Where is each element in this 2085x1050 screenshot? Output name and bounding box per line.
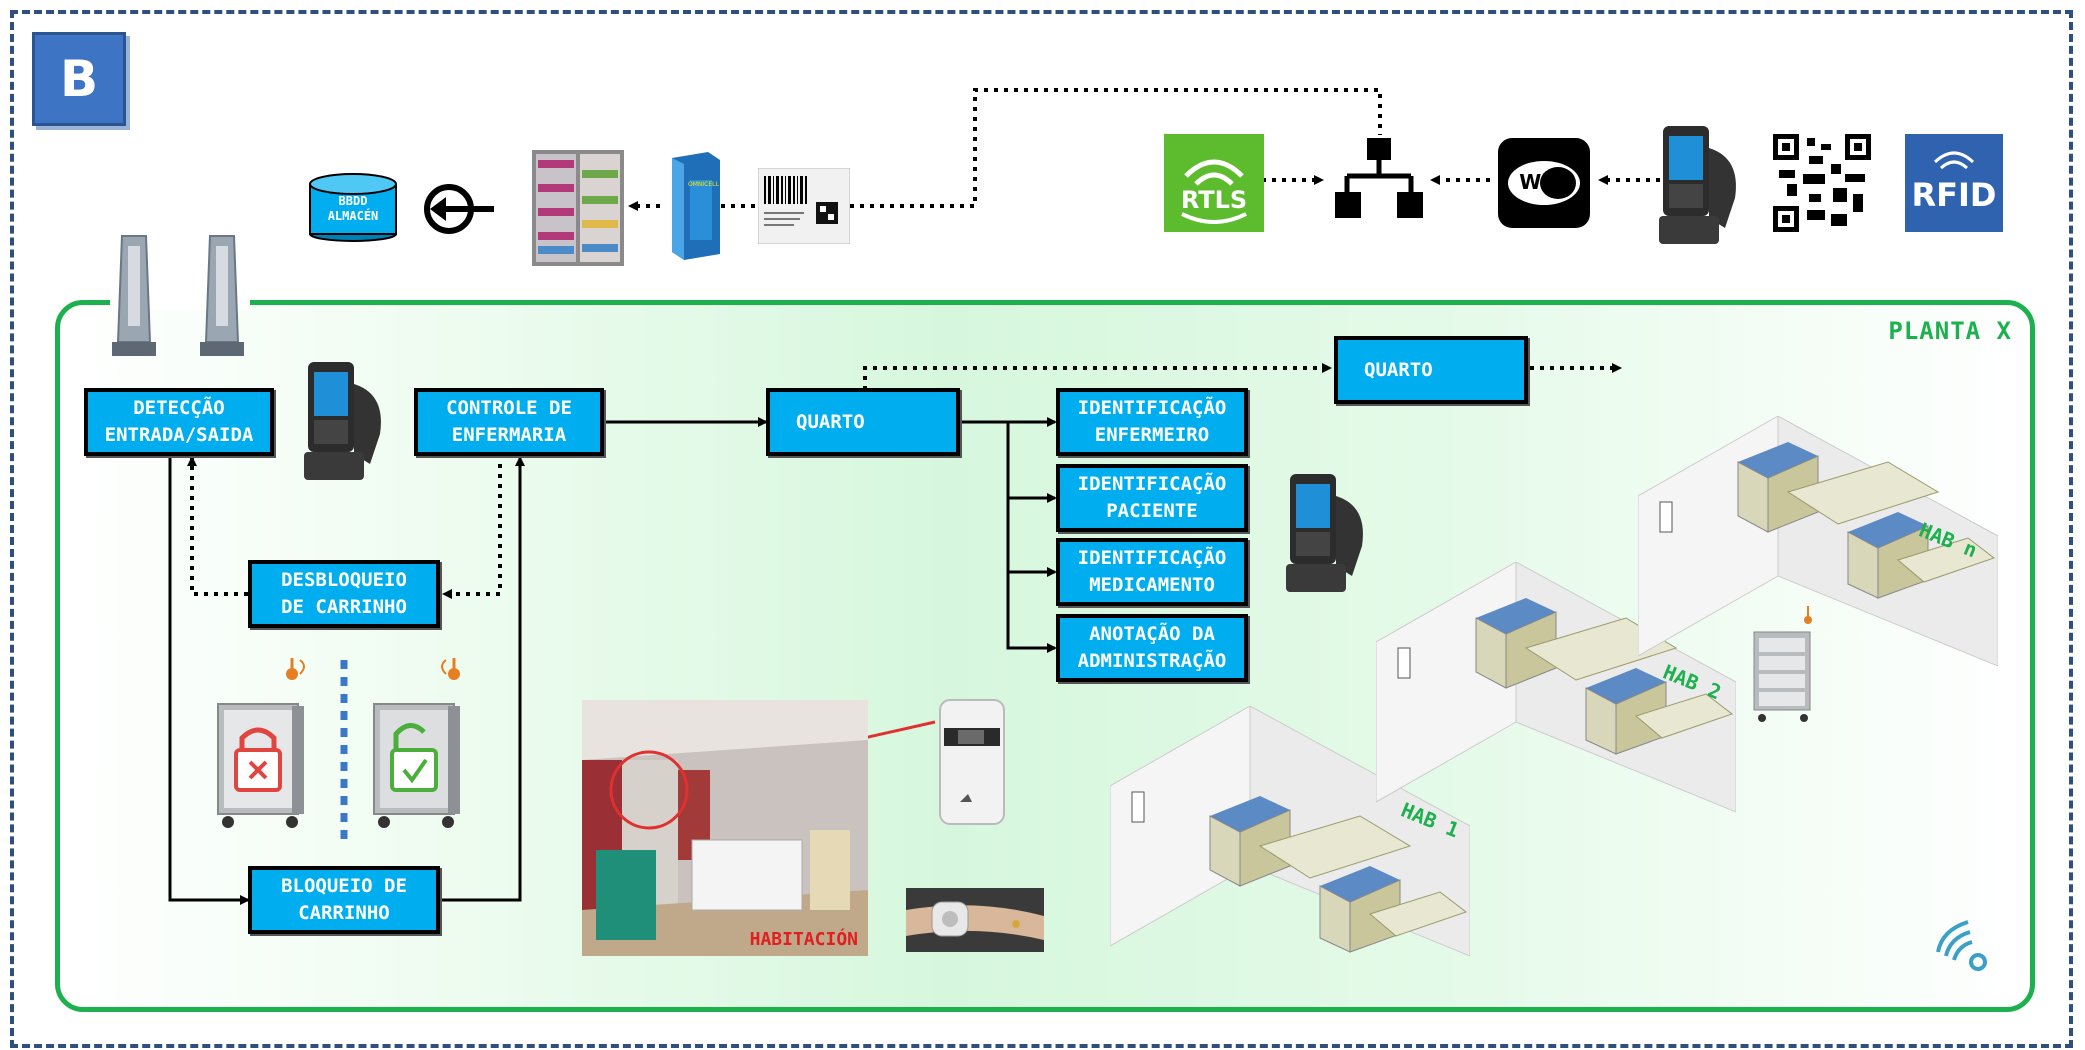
- detection-box: DETECÇÃO ENTRADA/SAIDA: [84, 388, 274, 456]
- locked-cart-icon: [212, 654, 312, 834]
- barcode-label-icon: [757, 167, 851, 245]
- nfc-icon: [1928, 912, 1992, 976]
- id-nurse-box: IDENTIFICAÇÃO ENFERMEIRO: [1056, 388, 1248, 456]
- hospital-room-hab-1: HAB 1: [1109, 705, 1471, 957]
- locked-cart-icon: [1750, 602, 1820, 726]
- unlocked-cart-icon: [368, 654, 468, 834]
- room-box-1: QUARTO: [766, 388, 960, 456]
- handheld-scanner-icon: [1282, 466, 1372, 596]
- plant-label: PLANTA X: [1888, 317, 2012, 345]
- qr-code-icon: [1773, 134, 1871, 232]
- login-arrow-icon: [422, 182, 497, 237]
- rtls-icon: RTLS: [1164, 134, 1264, 232]
- wifi-label: WiFi: [1519, 170, 1569, 194]
- nursing-control-box: CONTROLE DE ENFERMARIA: [414, 388, 604, 456]
- room-box-2: QUARTO: [1334, 336, 1528, 404]
- database-icon: BBDD ALMACÉN: [308, 172, 398, 242]
- pharmacy-shelf-icon: [532, 150, 624, 266]
- photo-caption: HABITACIÓN: [749, 929, 858, 950]
- panel-letter: B: [32, 32, 126, 126]
- rtls-label: RTLS: [1180, 186, 1248, 214]
- handheld-scanner-icon: [300, 354, 390, 484]
- annotation-box: ANOTAÇÃO DA ADMINISTRAÇÃO: [1056, 614, 1248, 682]
- unlock-cart-box: DESBLOQUEIO DE CARRINHO: [248, 560, 440, 628]
- outer-frame: [10, 10, 2073, 1048]
- handheld-scanner-icon: [1655, 118, 1745, 248]
- hospital-room-hab-n: HAB n: [1637, 415, 1999, 667]
- wall-reader-icon: [934, 698, 1010, 828]
- network-icon: [1335, 136, 1423, 222]
- dispensing-cabinet-icon: OMNICELL: [668, 150, 724, 260]
- id-medication-box: IDENTIFICAÇÃO MEDICAMENTO: [1056, 538, 1248, 606]
- svg-text:OMNICELL: OMNICELL: [688, 181, 719, 188]
- database-label: BBDD ALMACÉN: [327, 194, 379, 223]
- rfid-gate-icon: [110, 232, 260, 372]
- wristband-icon: [906, 888, 1044, 952]
- rfid-icon: RFID: [1905, 134, 2003, 232]
- hospital-room-hab-2: HAB 2: [1375, 561, 1737, 813]
- wifi-icon: WiFi: [1498, 138, 1590, 228]
- room-photo: HABITACIÓN: [582, 700, 868, 956]
- rfid-label: RFID: [1911, 176, 1997, 214]
- lock-cart-box: BLOQUEIO DE CARRINHO: [248, 866, 440, 934]
- id-patient-box: IDENTIFICAÇÃO PACIENTE: [1056, 464, 1248, 532]
